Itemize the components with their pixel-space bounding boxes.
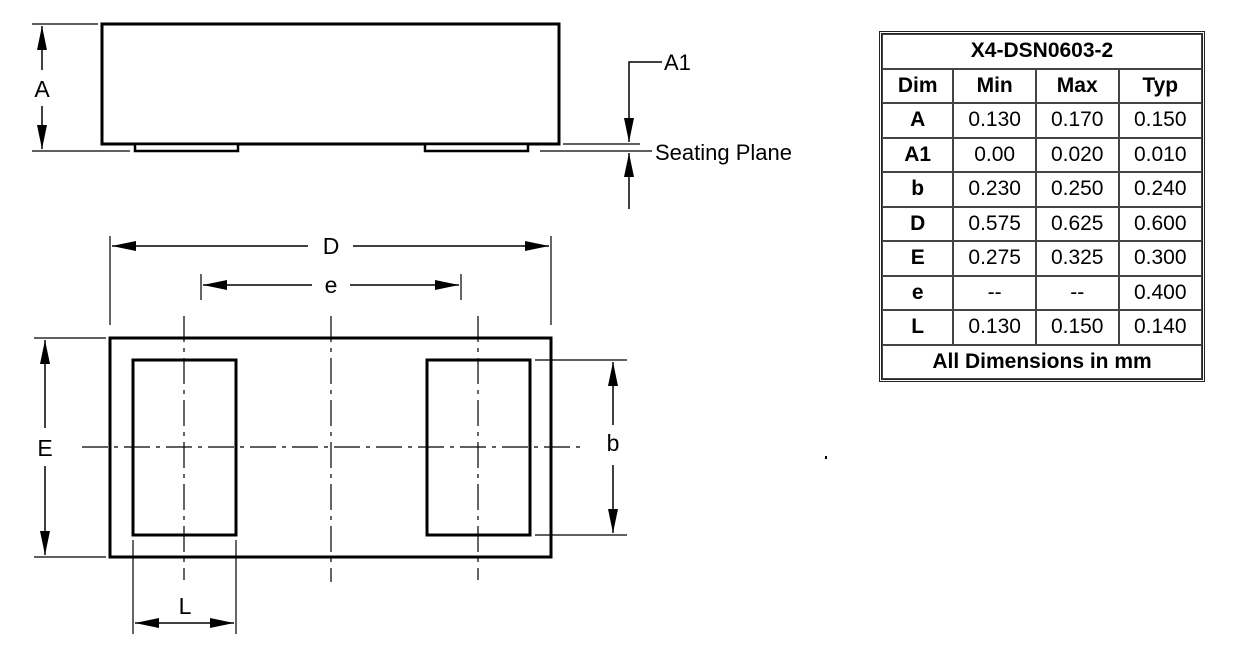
cell-dim: A [882, 103, 954, 138]
stray-dot [825, 456, 827, 459]
cell-max: 0.250 [1035, 172, 1119, 207]
side-view: A A1 Seating Plane [32, 22, 792, 209]
cell-max: -- [1035, 275, 1119, 310]
table-footer: All Dimensions in mm [882, 344, 1202, 379]
label-l: L [179, 593, 192, 619]
table-row: L 0.130 0.150 0.140 [882, 310, 1202, 345]
cell-typ: 0.300 [1118, 241, 1202, 276]
table-title: X4-DSN0603-2 [882, 34, 1202, 69]
cell-dim: A1 [882, 137, 954, 172]
cell-dim: e [882, 275, 954, 310]
dimensions-table: X4-DSN0603-2 Dim Min Max Typ A 0.130 0.1… [879, 31, 1205, 382]
cell-dim: b [882, 172, 954, 207]
dim-line-a1-upper [624, 61, 662, 142]
table-row: D 0.575 0.625 0.600 [882, 206, 1202, 241]
cell-max: 0.625 [1035, 206, 1119, 241]
label-a1: A1 [664, 50, 691, 75]
header-dim: Dim [882, 68, 954, 103]
cell-dim: E [882, 241, 954, 276]
cell-typ: 0.240 [1118, 172, 1202, 207]
cell-min: 0.130 [953, 310, 1036, 345]
table-row: b 0.230 0.250 0.240 [882, 172, 1202, 207]
pad-side-left [133, 142, 240, 153]
cell-max: 0.170 [1035, 103, 1119, 138]
header-min: Min [953, 68, 1036, 103]
cell-min: 0.230 [953, 172, 1036, 207]
cell-min: 0.00 [953, 137, 1036, 172]
label-b: b [607, 430, 620, 456]
cell-max: 0.020 [1035, 137, 1119, 172]
cell-max: 0.150 [1035, 310, 1119, 345]
package-body-side [100, 22, 561, 146]
table-title-row: X4-DSN0603-2 [882, 34, 1202, 69]
cell-min: 0.130 [953, 103, 1036, 138]
cell-typ: 0.140 [1118, 310, 1202, 345]
table-row: E 0.275 0.325 0.300 [882, 241, 1202, 276]
header-max: Max [1035, 68, 1119, 103]
cell-typ: 0.150 [1118, 103, 1202, 138]
pad-side-right [423, 142, 530, 153]
cell-max: 0.325 [1035, 241, 1119, 276]
table-row: e -- -- 0.400 [882, 275, 1202, 310]
cell-typ: 0.600 [1118, 206, 1202, 241]
label-e-pitch: e [325, 272, 338, 298]
cell-min: 0.575 [953, 206, 1036, 241]
table-row: A1 0.00 0.020 0.010 [882, 137, 1202, 172]
label-E: E [37, 435, 52, 461]
label-seating-plane: Seating Plane [655, 140, 792, 165]
table-row: A 0.130 0.170 0.150 [882, 103, 1202, 138]
bottom-view: D e E b L [34, 233, 627, 634]
cell-dim: L [882, 310, 954, 345]
cell-dim: D [882, 206, 954, 241]
cell-min: 0.275 [953, 241, 1036, 276]
label-d: D [323, 233, 340, 259]
label-a: A [34, 76, 50, 102]
header-typ: Typ [1118, 68, 1202, 103]
cell-typ: 0.010 [1118, 137, 1202, 172]
table-footer-row: All Dimensions in mm [882, 344, 1202, 379]
cell-typ: 0.400 [1118, 275, 1202, 310]
cell-min: -- [953, 275, 1036, 310]
table-header-row: Dim Min Max Typ [882, 68, 1202, 103]
